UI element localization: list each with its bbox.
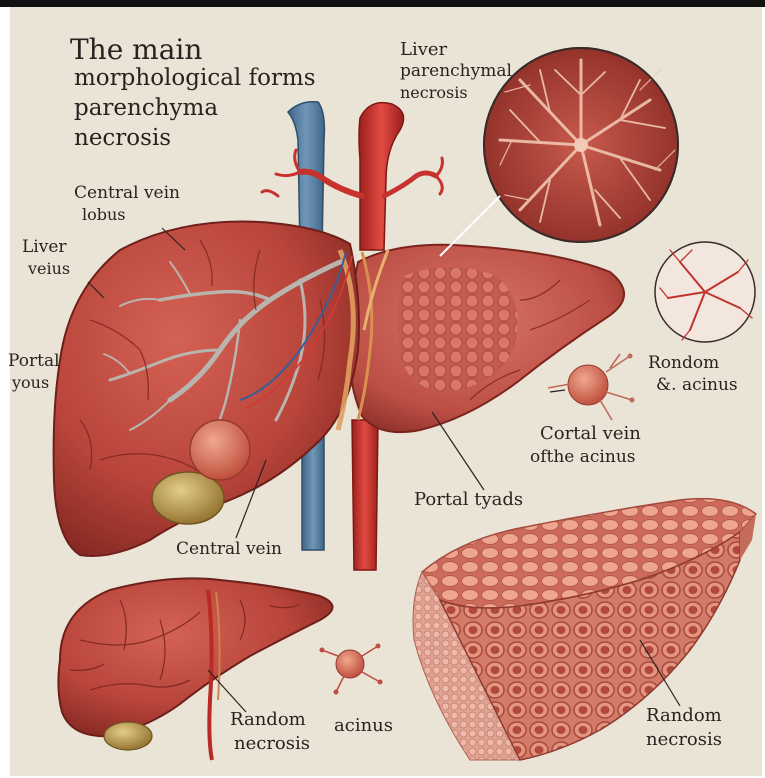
label-liver-veius-1: Liver bbox=[22, 238, 67, 257]
label-portal-tyads: Portal tyads bbox=[414, 490, 523, 510]
label-liver-parenchymal-2: parenchymal bbox=[400, 62, 512, 81]
label-random-necrosis-right-2: necrosis bbox=[646, 730, 722, 750]
title-line-1: The main bbox=[70, 34, 202, 65]
label-acinus: acinus bbox=[334, 716, 393, 736]
label-random-necrosis-left-2: necrosis bbox=[234, 734, 310, 754]
label-liver-veius-2: veius bbox=[28, 260, 70, 278]
label-random-necrosis-left-1: Random bbox=[230, 710, 306, 730]
label-central-vein: Central vein bbox=[176, 540, 282, 559]
title-line-2: morphological forms bbox=[74, 66, 316, 92]
label-portal-yous-2: yous bbox=[12, 374, 49, 392]
title-line-4: necrosis bbox=[74, 126, 171, 152]
label-random-necrosis-right-1: Random bbox=[646, 706, 722, 726]
label-cortal-vein-2: ofthe acinus bbox=[530, 448, 636, 467]
label-portal-yous-1: Portal bbox=[8, 352, 60, 371]
label-liver-parenchymal-3: necrosis bbox=[400, 84, 468, 102]
title-line-3: parenchyma bbox=[74, 96, 218, 122]
label-cortal-vein-1: Cortal vein bbox=[540, 424, 641, 444]
label-liver-parenchymal-1: Liver bbox=[400, 40, 447, 60]
label-rondom-acinus-1: Rondom bbox=[648, 354, 719, 373]
label-central-vein-lobus-2: lobus bbox=[82, 206, 126, 224]
label-rondom-acinus-2: &. acinus bbox=[656, 376, 738, 395]
acinus-circle bbox=[655, 242, 755, 342]
label-central-vein-lobus-1: Central vein bbox=[74, 184, 180, 203]
